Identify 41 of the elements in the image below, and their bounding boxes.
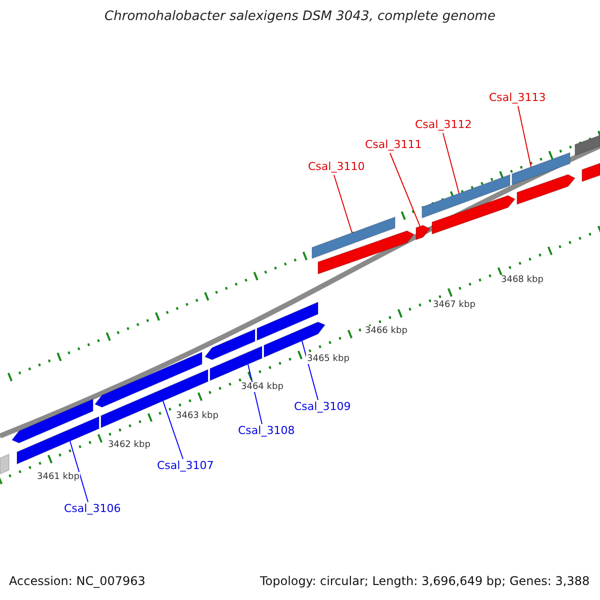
genome-summary-text: Topology: circular; Length: 3,696,649 bp; Genes: 3,388: [260, 574, 590, 588]
leader-line: [162, 400, 184, 460]
scale-label: 3464 kbp: [240, 382, 284, 392]
gene-feature: [574, 134, 600, 156]
gene-feature: [94, 351, 202, 408]
leader-line: [334, 174, 352, 234]
gene-label: Csal_3113: [489, 91, 546, 104]
scale-label: 3465 kbp: [306, 354, 350, 364]
gene-feature: [318, 230, 415, 275]
gene-label: Csal_3106: [64, 502, 121, 515]
scale-label: 3461 kbp: [36, 472, 80, 482]
gene-feature: [256, 301, 318, 342]
scale-label: 3463 kbp: [175, 411, 220, 421]
leader-line: [302, 340, 318, 400]
gene-feature: [416, 224, 431, 240]
accession-text: Accession: NC_007963: [9, 574, 146, 588]
gene-feature: [312, 216, 396, 260]
gene-label: Csal_3109: [294, 400, 351, 413]
scale-label: 3468 kbp: [500, 275, 544, 285]
gene-label: Csal_3108: [238, 424, 295, 437]
scale-label: 3466 kbp: [364, 326, 408, 336]
gene-label: Csal_3112: [415, 118, 472, 131]
leader-line: [518, 106, 532, 168]
leader-line: [390, 152, 420, 227]
scale-label: 3462 kbp: [107, 440, 152, 450]
gene-feature: [512, 152, 570, 186]
gene-feature: [16, 416, 100, 465]
gene-feature: [11, 398, 94, 444]
gene-feature: [432, 194, 516, 235]
scale-label: 3467 kbp: [432, 300, 476, 310]
gene-feature: [210, 345, 262, 382]
gene-feature: [422, 174, 510, 219]
gene-feature: [204, 328, 256, 360]
gene-label: Csal_3111: [365, 138, 422, 151]
gene-label: Csal_3107: [157, 459, 214, 472]
gene-label: Csal_3110: [308, 160, 365, 173]
gene-feature: [582, 162, 600, 182]
gene-feature: [0, 453, 10, 475]
leader-line: [442, 132, 460, 194]
title: Chromohalobacter salexigens DSM 3043, complete genome: [104, 9, 496, 24]
gene-feature: [516, 174, 576, 206]
